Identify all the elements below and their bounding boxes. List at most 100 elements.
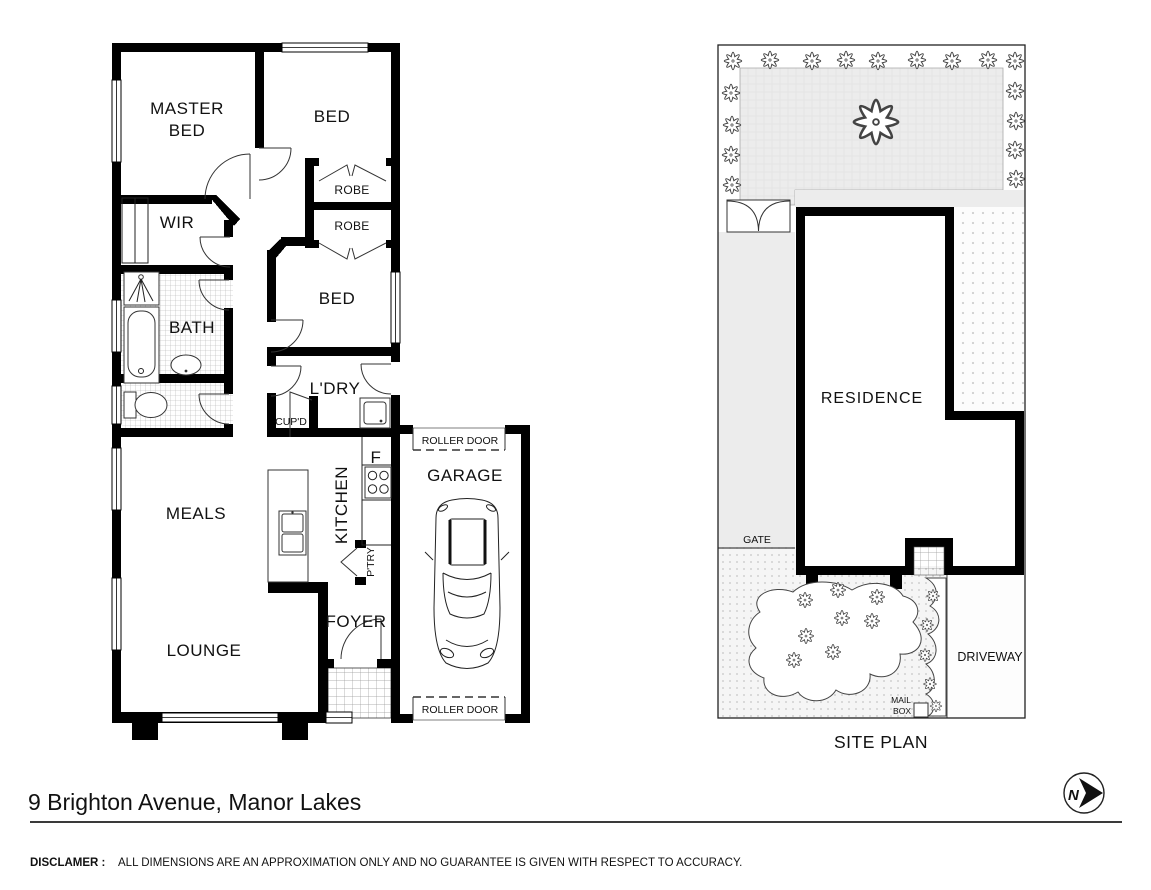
bathtub [123,306,160,384]
door-pantry [340,547,358,577]
label-ldry: L'DRY [310,379,361,398]
shrub-icon [920,618,934,632]
label-kitchen: KITCHEN [332,466,351,544]
doors [198,147,392,660]
north-compass-icon: N [1063,772,1105,814]
site-plan-labels: GATE DRIVEWAY MAIL BOX SITE PLAN [743,534,1023,752]
label-robe-2: ROBE [334,219,369,233]
paved-strip [795,190,1025,207]
shrub-icon [868,588,886,606]
window [281,42,369,53]
address-title: 9 Brighton Avenue, Manor Lakes [28,789,361,815]
shrub-icon [721,145,741,165]
shrub-icon [722,175,742,195]
footer: 9 Brighton Avenue, Manor Lakes N DISCLAM… [28,772,1122,869]
car [424,498,510,669]
door-bed-middle [270,319,304,353]
label-ptry: P'TRY [365,547,377,577]
label-bath: BATH [169,318,215,337]
label-garage: GARAGE [427,466,503,485]
window [161,712,279,723]
label-bed-top: BED [314,107,350,126]
shrub-icon [978,50,998,70]
door-laundry-left [270,365,302,397]
window [111,577,122,651]
shrub-icon [1006,111,1026,131]
door-entry [340,618,382,660]
door-wir [199,236,231,268]
window [111,299,122,353]
label-foyer: FOYER [325,612,386,631]
window [111,79,122,163]
basin [170,354,202,376]
shrub-icon [797,627,815,645]
label-robe-1: ROBE [334,183,369,197]
shrub-icon [923,677,937,691]
chamfer-wall [208,195,240,226]
window [390,271,401,344]
label-residence: RESIDENCE [821,390,923,407]
window [325,711,353,724]
door-laundry-right [360,363,392,395]
cooktop [364,466,392,499]
island-bench [267,469,309,583]
roller-door-top [412,427,506,451]
door-wc [198,393,230,425]
label-master-bed2: BED [169,121,205,140]
label-bed-middle: BED [319,289,355,308]
shrub-icon [918,648,932,662]
door-bath [198,279,230,311]
porch-tiles [327,667,392,719]
label-mail: MAIL [891,695,911,705]
shrub-icon [723,51,743,71]
shrub-icon [802,51,822,71]
shrub-icon [863,612,881,630]
shrub-icon [785,651,803,669]
shower [123,271,160,306]
garden-beds [748,577,947,717]
label-box: BOX [893,706,911,716]
shrub-icon [1005,51,1025,71]
site-plan-title: SITE PLAN [834,732,928,752]
courtyard [954,207,1024,411]
label-cupd: CUP'D [275,416,307,428]
window [391,362,400,395]
site-boundary [717,44,1026,719]
floor-plan: MASTER BED BED ROBE ROBE WIR BATH BED L'… [111,42,530,740]
floor-plan-labels: MASTER BED BED ROBE ROBE WIR BATH BED L'… [150,99,503,716]
shrub-icon [926,589,940,603]
shrub-icon [829,581,847,599]
driveway-area [947,575,1025,718]
door-cupboard [289,391,313,437]
kitchen-bench [361,437,391,546]
entry-porch-tiles [913,546,945,576]
wir-shelf [121,197,149,264]
shrub-icon [907,50,927,70]
window [111,385,122,425]
shrub-icon [1005,81,1025,101]
tree-icon [852,98,900,146]
door-master [204,153,251,200]
shrub-icon [760,50,780,70]
disclaimer-text: ALL DIMENSIONS ARE AN APPROXIMATION ONLY… [118,857,742,869]
side-path [718,232,795,547]
window [111,447,122,511]
label-fridge: F [371,448,382,467]
shrub-icon [722,115,742,135]
label-roller-door-bottom: ROLLER DOOR [422,704,499,716]
shrub-icon [929,699,943,713]
label-roller-door-top: ROLLER DOOR [422,435,499,447]
toilet [123,391,168,419]
bifold-robe1 [318,164,387,182]
label-wir: WIR [160,213,195,232]
windows [111,42,401,724]
site-plan: RESIDENCE GATE DRIV [717,44,1026,752]
shrub-icon [1006,169,1026,189]
door-bed-top [258,147,292,181]
shrub-icon [1005,140,1025,160]
compass-n: N [1068,787,1080,804]
disclaimer-label: DISCLAMER : [30,857,105,869]
mailbox [913,702,929,718]
residence: RESIDENCE [796,207,1024,589]
